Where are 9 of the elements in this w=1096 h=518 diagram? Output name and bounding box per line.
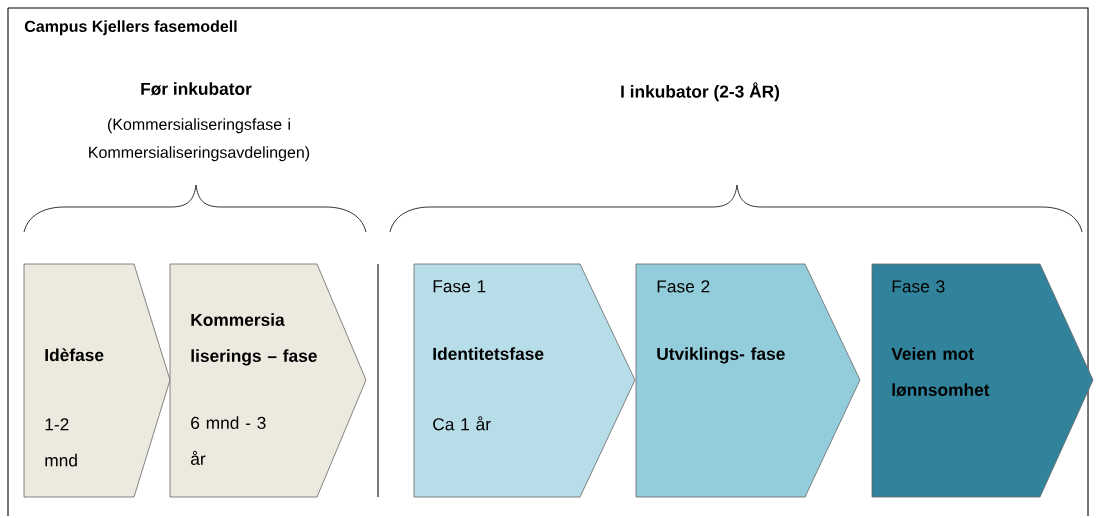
chevron-box: Fase 1 Identitetsfase Ca 1 år <box>413 263 636 498</box>
chevron-box: Fase 2 Utviklings- fase <box>635 263 861 498</box>
group-heading: I inkubator (2-3 ÅR) <box>621 82 780 102</box>
group-heading: Før inkubator <box>141 82 252 96</box>
diagram-title: Campus Kjellers fasemodell <box>24 20 237 36</box>
chevron-box: Kommersia liserings – fase 6 mnd - 3 år <box>169 263 367 498</box>
chevron-box: Idèfase 1-2 mnd <box>23 263 171 498</box>
group-subtitle: (Kommersialiseringsfase i Kommersialiseringsavdelingen) <box>89 118 310 162</box>
chevron-box: Fase 3 Veien mot lønnsomhet <box>871 263 1094 498</box>
